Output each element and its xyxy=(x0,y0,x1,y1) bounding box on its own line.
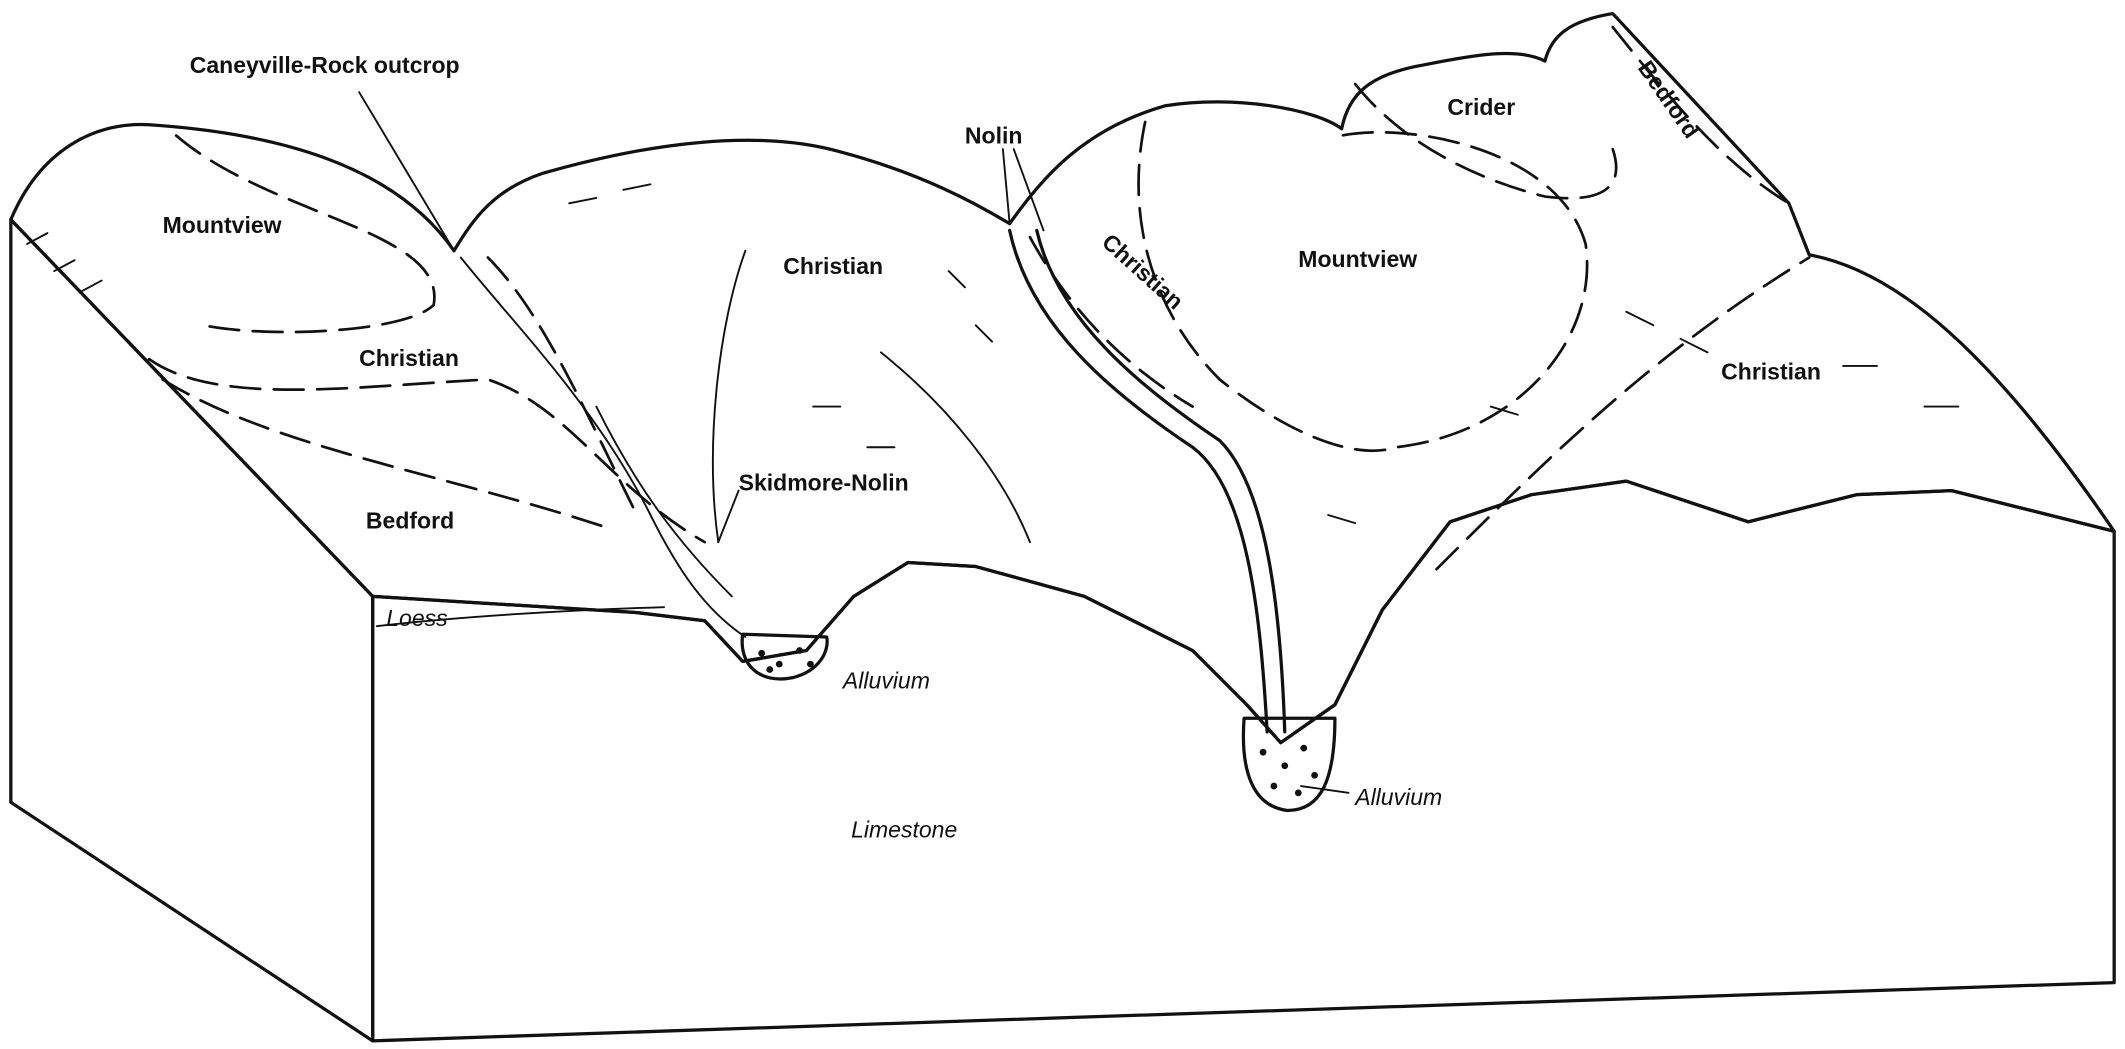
label-christian-right: Christian xyxy=(1721,358,1821,384)
label-limestone: Limestone xyxy=(851,817,957,843)
loess-layer xyxy=(375,606,666,628)
hatching xyxy=(26,183,1960,525)
alluvium-pocket-right xyxy=(1241,716,1337,813)
streams xyxy=(459,228,1287,734)
label-mountview-right: Mountview xyxy=(1298,246,1417,272)
label-mountview-left: Mountview xyxy=(163,212,282,238)
label-christian-slope: Christian xyxy=(1097,228,1189,314)
alluvium-dots-right xyxy=(1259,744,1318,797)
label-caneyville-rock-outcrop: Caneyville-Rock outcrop xyxy=(190,52,460,78)
left-face-limestone xyxy=(9,217,375,1043)
label-skidmore-nolin: Skidmore-Nolin xyxy=(739,470,909,496)
label-alluvium-left: Alluvium xyxy=(841,667,930,693)
alluvium-dots-left xyxy=(758,647,814,673)
label-christian-left: Christian xyxy=(359,345,459,371)
label-nolin: Nolin xyxy=(965,123,1023,149)
label-alluvium-right: Alluvium xyxy=(1353,784,1442,810)
leader-lines xyxy=(358,91,1350,794)
soil-boundaries xyxy=(147,25,1811,571)
label-christian-center: Christian xyxy=(783,253,883,279)
label-loess: Loess xyxy=(386,605,448,631)
alluvium-pocket-left xyxy=(740,632,829,681)
label-crider: Crider xyxy=(1447,94,1515,120)
terrain-surface xyxy=(9,11,2116,745)
front-face-limestone xyxy=(371,479,2116,1043)
label-bedford-left: Bedford xyxy=(366,508,454,534)
